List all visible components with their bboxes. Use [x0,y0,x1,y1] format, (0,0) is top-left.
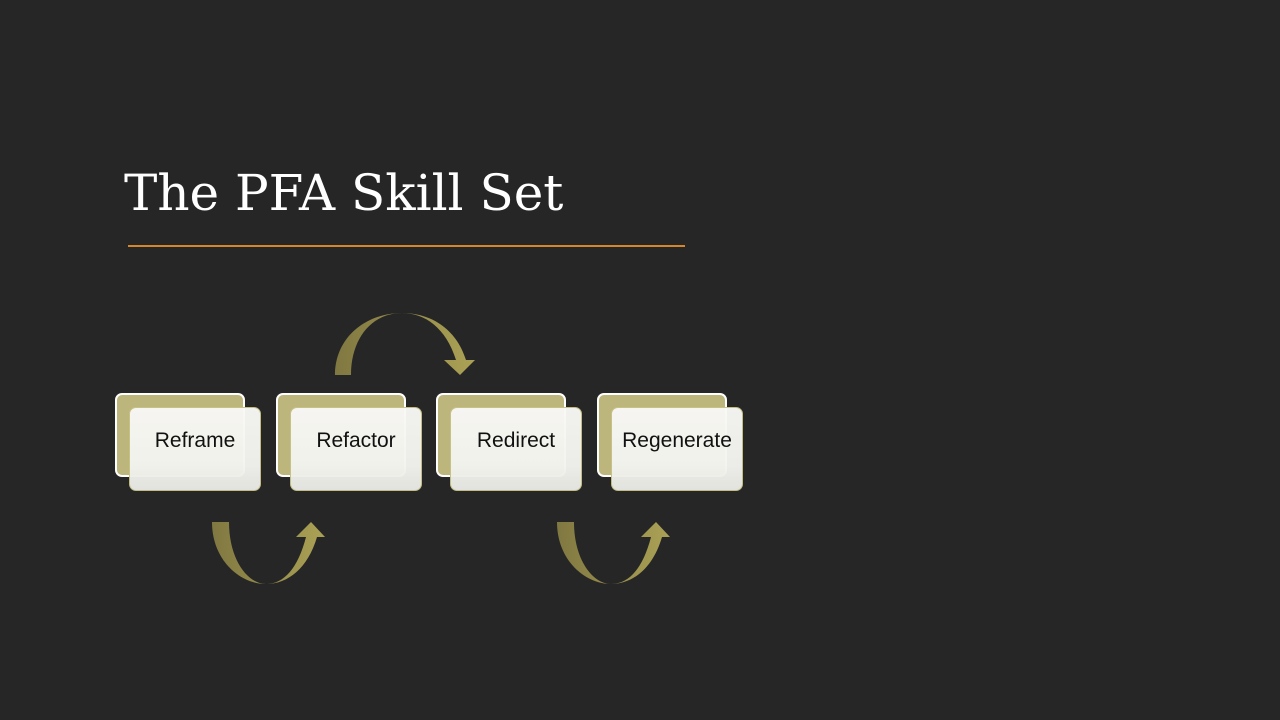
step-label: Refactor [316,429,396,452]
step-label: Redirect [476,429,556,452]
step-label: Reframe [154,429,236,452]
slide-title: The PFA Skill Set [124,164,564,222]
step-refactor: Refactor [276,393,426,493]
title-underline [128,245,685,247]
curved-arrow-down-icon [335,313,475,375]
curved-arrow-up-icon [557,522,670,584]
curved-arrow-up-icon [212,522,325,584]
step-front-card [290,407,422,491]
step-redirect: Redirect [436,393,586,493]
step-label: Regenerate [622,429,732,452]
step-front-card [450,407,582,491]
step-front-card [611,407,743,491]
step-front-card [129,407,261,491]
step-reframe: Reframe [115,393,265,493]
step-regenerate: Regenerate [597,393,747,493]
